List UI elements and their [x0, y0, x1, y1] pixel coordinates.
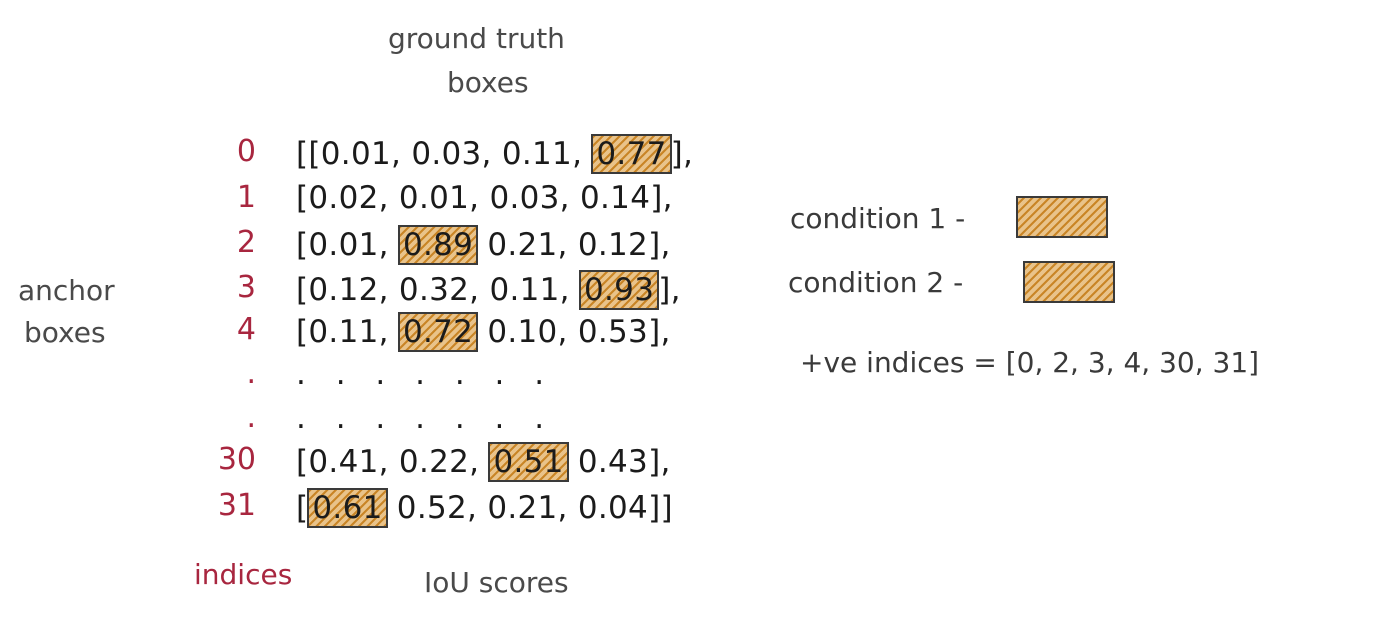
highlight-condition-2: 0.89 — [397, 225, 479, 265]
iou-scores-label: IoU scores — [424, 566, 569, 599]
indices-footer-label: indices — [194, 558, 293, 591]
row-prefix: [[0.01, 0.03, 0.11, — [296, 136, 593, 172]
index-ellipsis-2: . — [246, 400, 256, 435]
row-prefix: [ — [296, 490, 309, 526]
row-prefix: [0.01, — [296, 227, 399, 263]
index-0: 0 — [236, 134, 256, 169]
condition-1-label: condition 1 - — [790, 202, 966, 235]
anchor-label: anchor — [18, 274, 115, 307]
row-prefix: [0.02, 0.01, 0.03, 0.14], — [296, 180, 673, 216]
index-4: 4 — [236, 312, 256, 347]
row-suffix: 0.21, 0.12], — [477, 227, 671, 263]
ground-truth-title: ground truth — [388, 22, 565, 55]
iou-row: [0.12, 0.32, 0.11, 0.93], — [296, 270, 681, 310]
highlight-condition-2: 0.51 — [488, 442, 569, 482]
boxes-label: boxes — [24, 316, 106, 349]
row-suffix: 0.43], — [567, 444, 671, 480]
highlight-condition-1: 0.77 — [591, 134, 672, 174]
row-suffix: ], — [658, 272, 681, 308]
positive-indices-result: +ve indices = [0, 2, 3, 4, 30, 31] — [800, 346, 1260, 379]
condition-2-label: condition 2 - — [788, 266, 964, 299]
row-prefix: [0.11, — [296, 314, 399, 350]
row-prefix: [0.41, 0.22, — [296, 444, 490, 480]
ellipsis-row: . . . . . . . — [296, 356, 555, 392]
index-1: 1 — [236, 180, 256, 215]
index-30: 30 — [217, 442, 256, 477]
highlight-condition-2: 0.72 — [397, 312, 479, 352]
iou-row: [0.61 0.52, 0.21, 0.04]] — [296, 488, 673, 528]
ellipsis-row: . . . . . . . — [296, 400, 555, 436]
row-suffix: 0.52, 0.21, 0.04]] — [386, 490, 673, 526]
condition-1-swatch — [1016, 196, 1108, 238]
index-31: 31 — [217, 488, 256, 523]
boxes-title: boxes — [447, 66, 529, 99]
iou-row: [0.41, 0.22, 0.51 0.43], — [296, 442, 671, 482]
row-suffix: ], — [670, 136, 694, 172]
condition-2-swatch — [1023, 261, 1115, 303]
row-prefix: [0.12, 0.32, 0.11, — [296, 272, 580, 308]
iou-row: [[0.01, 0.03, 0.11, 0.77], — [296, 134, 693, 174]
index-ellipsis-1: . — [246, 356, 256, 391]
highlight-condition-2: 0.61 — [307, 488, 388, 528]
iou-row: [0.01, 0.89 0.21, 0.12], — [296, 225, 671, 265]
highlight-condition-1: 0.93 — [579, 270, 660, 310]
index-3: 3 — [236, 270, 256, 305]
iou-row: [0.02, 0.01, 0.03, 0.14], — [296, 180, 673, 216]
row-suffix: 0.10, 0.53], — [477, 314, 671, 350]
index-2: 2 — [236, 225, 256, 260]
iou-row: [0.11, 0.72 0.10, 0.53], — [296, 312, 671, 352]
